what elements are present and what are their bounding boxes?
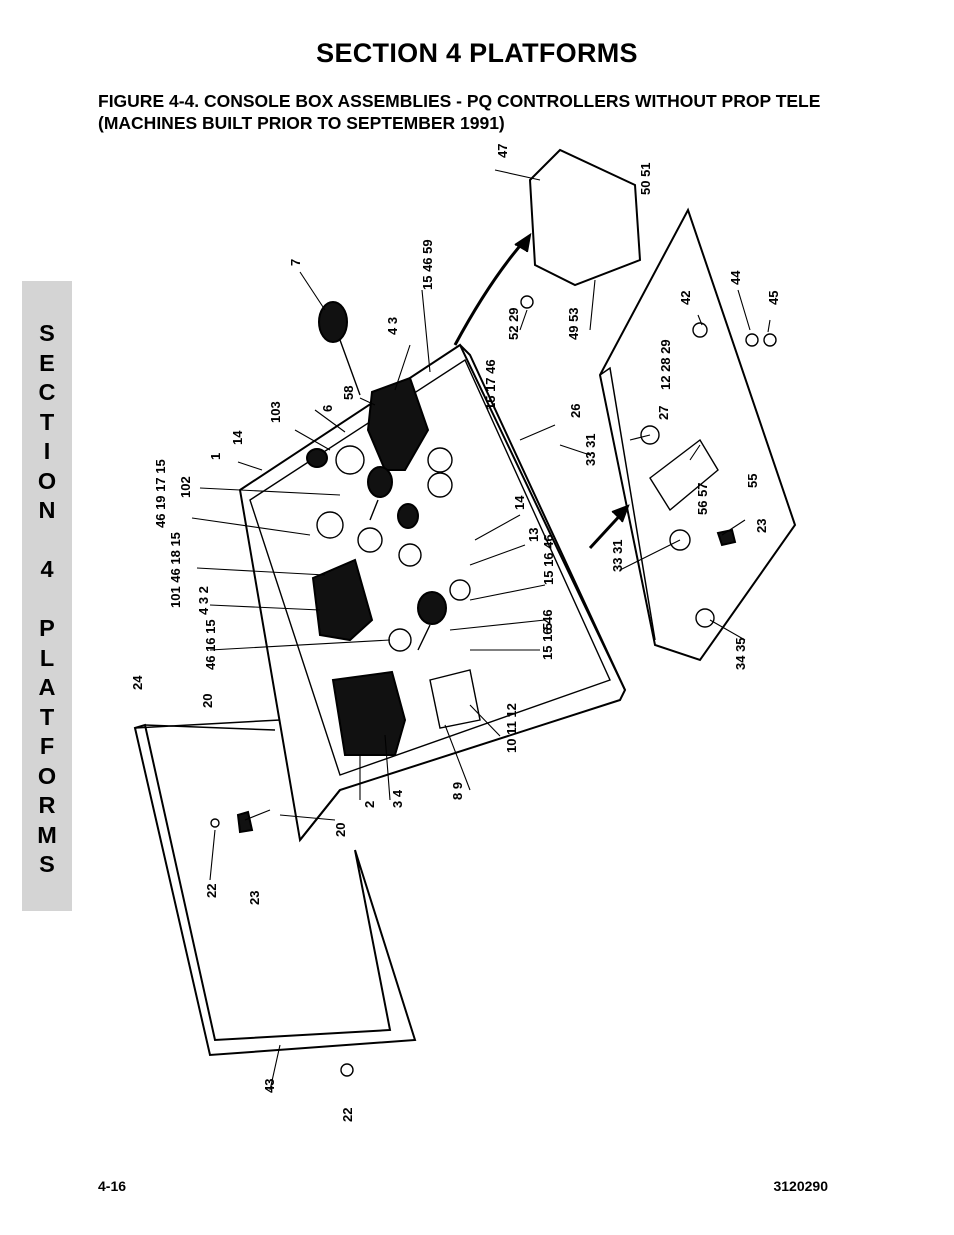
relay-box-outline	[528, 148, 642, 287]
callout-label: 13	[526, 528, 541, 542]
callout-label: 24	[130, 675, 145, 690]
callout-label: 4 3 2	[196, 586, 211, 615]
callout-label: 52 29	[506, 307, 521, 340]
callout-label: 10 11 12	[504, 703, 519, 753]
callout-label: 55	[745, 474, 760, 488]
callout-label: 22	[204, 884, 219, 898]
section-title: SECTION 4 PLATFORMS	[316, 38, 638, 68]
callout-label: 20	[333, 823, 348, 837]
callout-label: 7	[288, 259, 303, 266]
callout-label: 46 19 17 15	[153, 459, 168, 528]
callout-label: 101 46 18 15	[168, 532, 183, 608]
callout-label: 49 53	[566, 307, 581, 340]
section-side-tab: S E C T I O N 4 P L A T F O R M S	[22, 281, 72, 911]
callout-label: 2	[362, 801, 377, 808]
callout-label: 14	[230, 430, 245, 445]
callout-label: 44	[728, 270, 743, 285]
callout-label: 22	[340, 1108, 355, 1122]
callout-label: 50 51	[638, 162, 653, 195]
mounting-plate-outline	[598, 207, 797, 662]
cover-plate-outline	[133, 723, 417, 1057]
callout-label: 33 31	[610, 539, 625, 572]
callout-label: 12 28 29	[658, 339, 673, 390]
callout-label: 3 4	[390, 789, 405, 808]
console-box-exploded-drawing: 47 50 51 15 46 59 7 4 3 52 29 49 53 42 4…	[130, 144, 797, 1122]
callout-label: 34 35	[733, 637, 748, 670]
controller-bottom	[331, 670, 407, 756]
callout-label: 14	[512, 495, 527, 510]
side-tab-label: S E C T I O N 4 P L A T F O R M S	[37, 320, 57, 877]
controller-middle	[311, 558, 374, 642]
document-number: 3120290	[773, 1178, 828, 1194]
callout-label: 27	[656, 406, 671, 420]
callout-label: 23	[754, 519, 769, 533]
callout-label: 47	[495, 144, 510, 158]
callout-label: 15 16 46	[541, 534, 556, 585]
callout-label: 102	[178, 476, 193, 498]
callout-label: 43	[262, 1079, 277, 1093]
callout-label: 15 46 59	[420, 239, 435, 290]
figure-caption: FIGURE 4-4. CONSOLE BOX ASSEMBLIES - PQ …	[98, 91, 821, 133]
callout-label: 15 16 46	[540, 609, 555, 660]
callout-label: 15 17 46	[483, 359, 498, 410]
callout-label: 4 3	[385, 317, 400, 335]
callout-label: 20	[200, 694, 215, 708]
callout-label: 56 57	[695, 482, 710, 515]
callout-label: 33 31	[583, 433, 598, 466]
callout-label: 46 16 15	[203, 619, 218, 670]
callout-label: 23	[247, 891, 262, 905]
callout-label: 1	[208, 453, 223, 460]
callout-label: 58	[341, 386, 356, 400]
callout-label: 5	[540, 623, 555, 630]
callout-label: 103	[268, 401, 283, 423]
controller-top	[366, 376, 430, 471]
callout-label: 42	[678, 291, 693, 305]
callout-label: 45	[766, 291, 781, 305]
callout-label: 6	[320, 405, 335, 412]
callout-label: 26	[568, 404, 583, 418]
page-number: 4-16	[98, 1178, 127, 1194]
callout-label: 8 9	[450, 782, 465, 800]
